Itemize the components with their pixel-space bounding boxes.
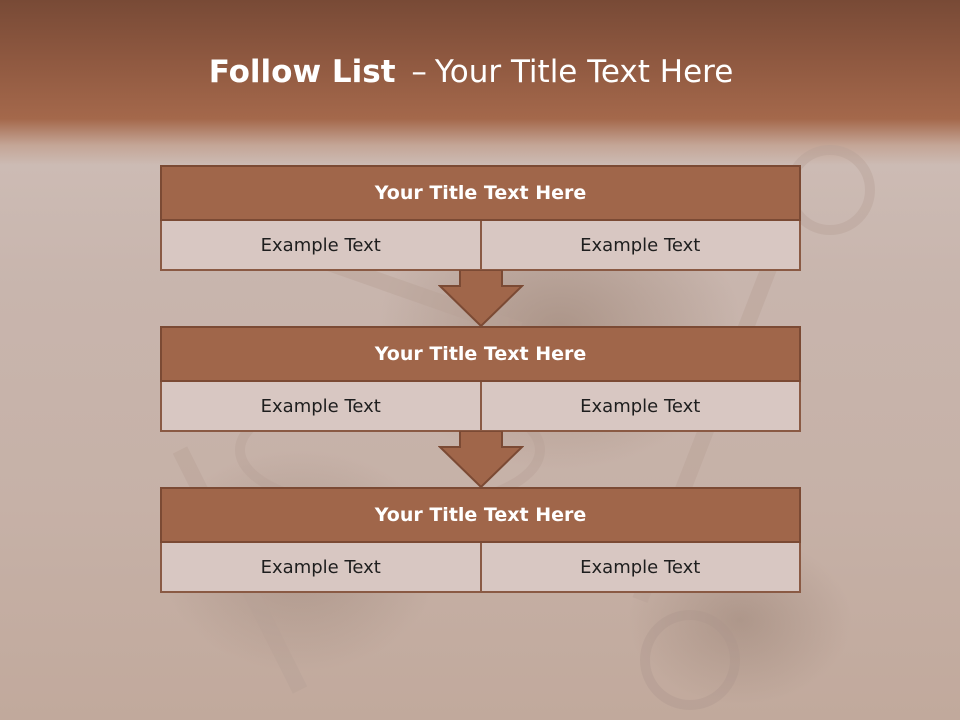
block-row: Example Text Example Text [160, 382, 801, 432]
block-right-text: Example Text [479, 382, 800, 430]
block-row: Example Text Example Text [160, 221, 801, 271]
header-band [0, 0, 960, 165]
list-block-3: Your Title Text Here Example Text Exampl… [160, 487, 801, 593]
block-right-text: Example Text [479, 221, 800, 269]
block-row: Example Text Example Text [160, 543, 801, 593]
title-bold: Follow List [208, 54, 396, 90]
title-dash: – [411, 54, 427, 90]
list-block-1: Your Title Text Here Example Text Exampl… [160, 165, 801, 271]
slide-title: Follow List –Your Title Text Here [0, 54, 942, 90]
down-arrow-icon [438, 431, 524, 489]
block-right-text: Example Text [479, 543, 800, 591]
block-left-text: Example Text [260, 234, 381, 256]
title-rest: Your Title Text Here [434, 54, 734, 90]
block-title: Your Title Text Here [160, 487, 801, 543]
down-arrow-icon [438, 270, 524, 328]
block-title: Your Title Text Here [160, 326, 801, 382]
block-left-text: Example Text [260, 395, 381, 417]
block-left-text: Example Text [260, 556, 381, 578]
list-block-2: Your Title Text Here Example Text Exampl… [160, 326, 801, 432]
block-title: Your Title Text Here [160, 165, 801, 221]
